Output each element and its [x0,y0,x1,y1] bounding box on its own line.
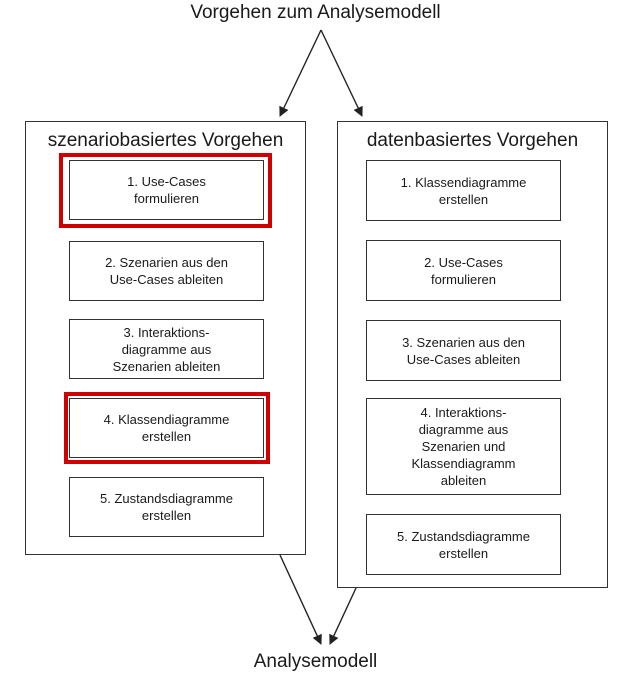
left-step-5: 5. Zustandsdiagramme erstellen [69,477,264,537]
right-step-3: 3. Szenarien aus den Use-Cases ableiten [366,320,561,381]
highlight-left-step-1 [59,153,272,228]
panel-heading: szenariobasiertes Vorgehen [47,130,284,151]
left-step-3: 3. Interaktions- diagramme aus Szenarien… [69,319,264,379]
arrow-to-right-panel [320,29,363,117]
left-step-4: 4. Klassendiagramme erstellen [69,398,264,458]
right-step-2: 2. Use-Cases formulieren [366,240,561,301]
right-step-1: 1. Klassendiagramme erstellen [366,160,561,221]
panel-heading: datenbasiertes Vorgehen [366,130,579,151]
arrow-from-left-panel [279,554,322,645]
right-step-4: 4. Interaktions- diagramme aus Szenarien… [366,398,561,495]
left-step-1: 1. Use-Cases formulieren [69,160,264,220]
arrow-from-right-panel [329,587,357,645]
arrow-to-left-panel [279,29,322,117]
diagram-top-title: Vorgehen zum Analysemodell [190,2,441,23]
left-step-2: 2. Szenarien aus den Use-Cases ableiten [69,241,264,301]
right-step-5: 5. Zustandsdiagramme erstellen [366,514,561,575]
diagram-bottom-title: Analysemodell [253,651,378,672]
highlight-left-step-4 [64,392,270,464]
